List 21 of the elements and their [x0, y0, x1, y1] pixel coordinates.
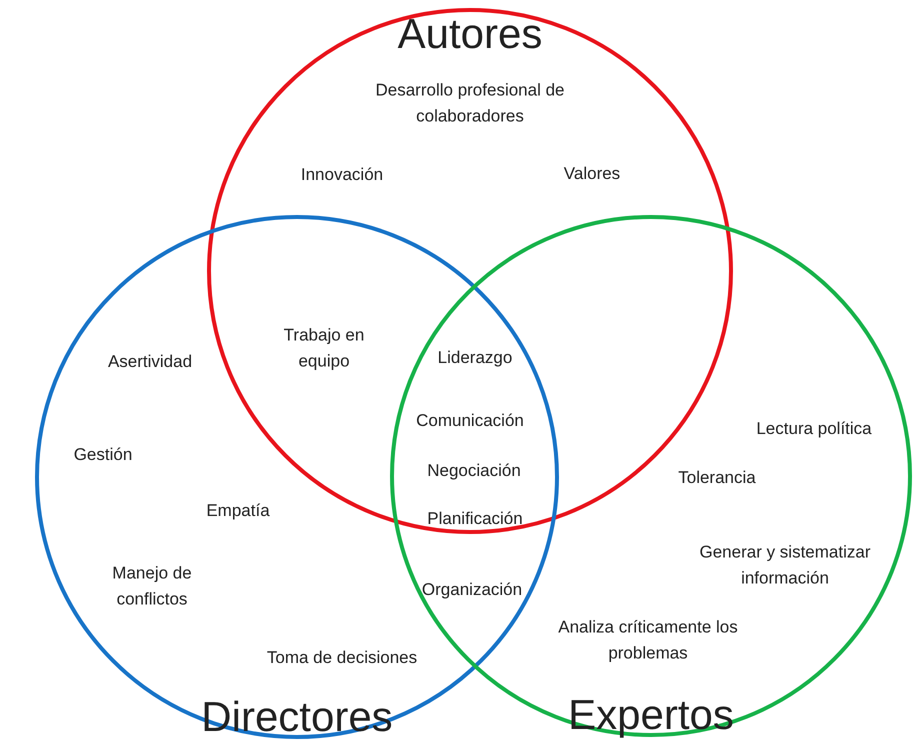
trait-label: Negociación: [427, 460, 521, 482]
trait-label: Desarrollo profesional de colaboradores: [374, 80, 566, 128]
trait-label: Analiza críticamente los problemas: [557, 616, 739, 665]
set-title: Autores: [398, 10, 542, 58]
trait-label: Lectura política: [756, 418, 872, 440]
set-title: Expertos: [568, 692, 734, 738]
trait-label: Tolerancia: [678, 466, 756, 489]
trait-label: Planificación: [427, 508, 523, 530]
trait-label: Innovación: [300, 164, 384, 186]
trait-label: Generar y sistematizar información: [698, 542, 872, 590]
trait-label: Gestión: [74, 444, 132, 466]
trait-label: Toma de decisiones: [266, 646, 418, 669]
trait-label: Valores: [564, 162, 620, 185]
trait-label: Empatía: [206, 500, 270, 522]
set-title: Directores: [201, 694, 393, 740]
trait-label: Manejo de conflictos: [111, 562, 193, 611]
trait-label: Trabajo en equipo: [282, 324, 366, 373]
trait-label: Comunicación: [416, 410, 524, 432]
trait-label: Organización: [422, 578, 522, 601]
trait-label: Liderazgo: [438, 346, 512, 369]
trait-label: Asertividad: [108, 350, 192, 373]
